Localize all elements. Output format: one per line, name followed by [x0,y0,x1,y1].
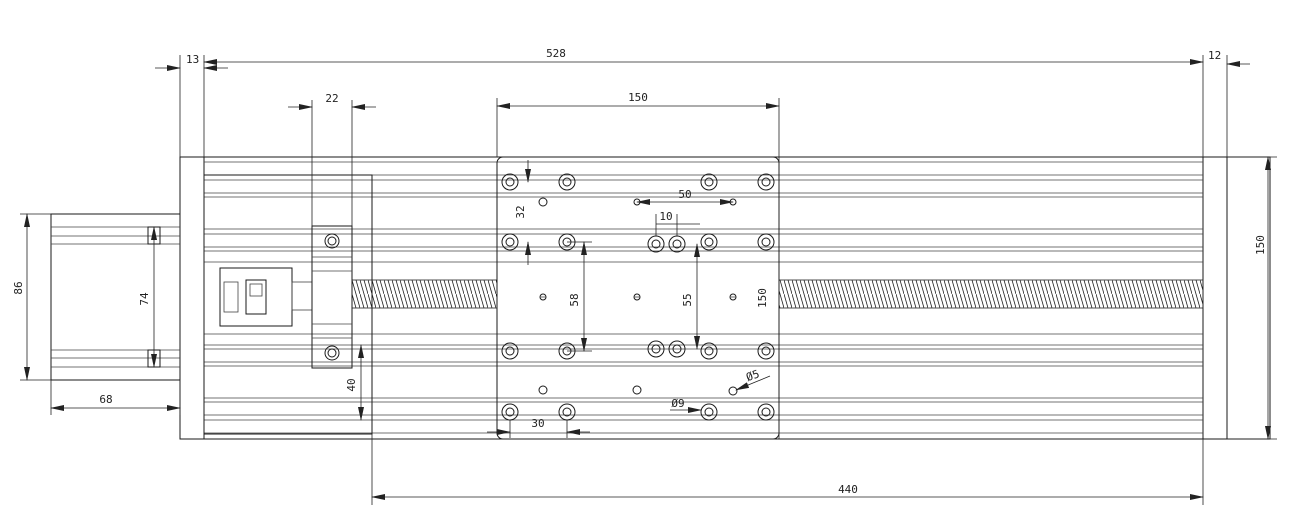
dim-13: 13 [186,53,199,66]
mounting-holes [501,173,775,421]
dim-50: 50 [678,188,691,201]
dim-86: 86 [12,281,25,294]
dim-12: 12 [1208,49,1221,62]
dim-440: 440 [838,483,858,496]
dim-40: 40 [345,378,358,391]
dim-diameter-5: Ø5 [744,367,761,384]
dim-58: 58 [568,293,581,306]
dim-150-top: 150 [628,91,648,104]
dim-150-right: 150 [1254,235,1267,255]
dimension-labels: 13 528 12 22 150 150 32 50 10 58 55 150 … [12,47,1267,496]
dim-68: 68 [99,393,112,406]
bearing-block [311,225,353,369]
dim-74: 74 [138,292,151,306]
dim-150-inner: 150 [756,288,769,308]
dimension-lines [20,55,1277,505]
dim-diameter-9: Ø9 [671,397,684,410]
coupling [203,174,373,435]
dim-32: 32 [514,205,527,218]
dim-22: 22 [325,92,338,105]
dim-528: 528 [546,47,566,60]
dim-55: 55 [681,293,694,306]
lead-screw [351,279,1204,309]
dim-30: 30 [531,417,544,430]
stepper-motor [50,213,181,381]
dim-10: 10 [659,210,672,223]
